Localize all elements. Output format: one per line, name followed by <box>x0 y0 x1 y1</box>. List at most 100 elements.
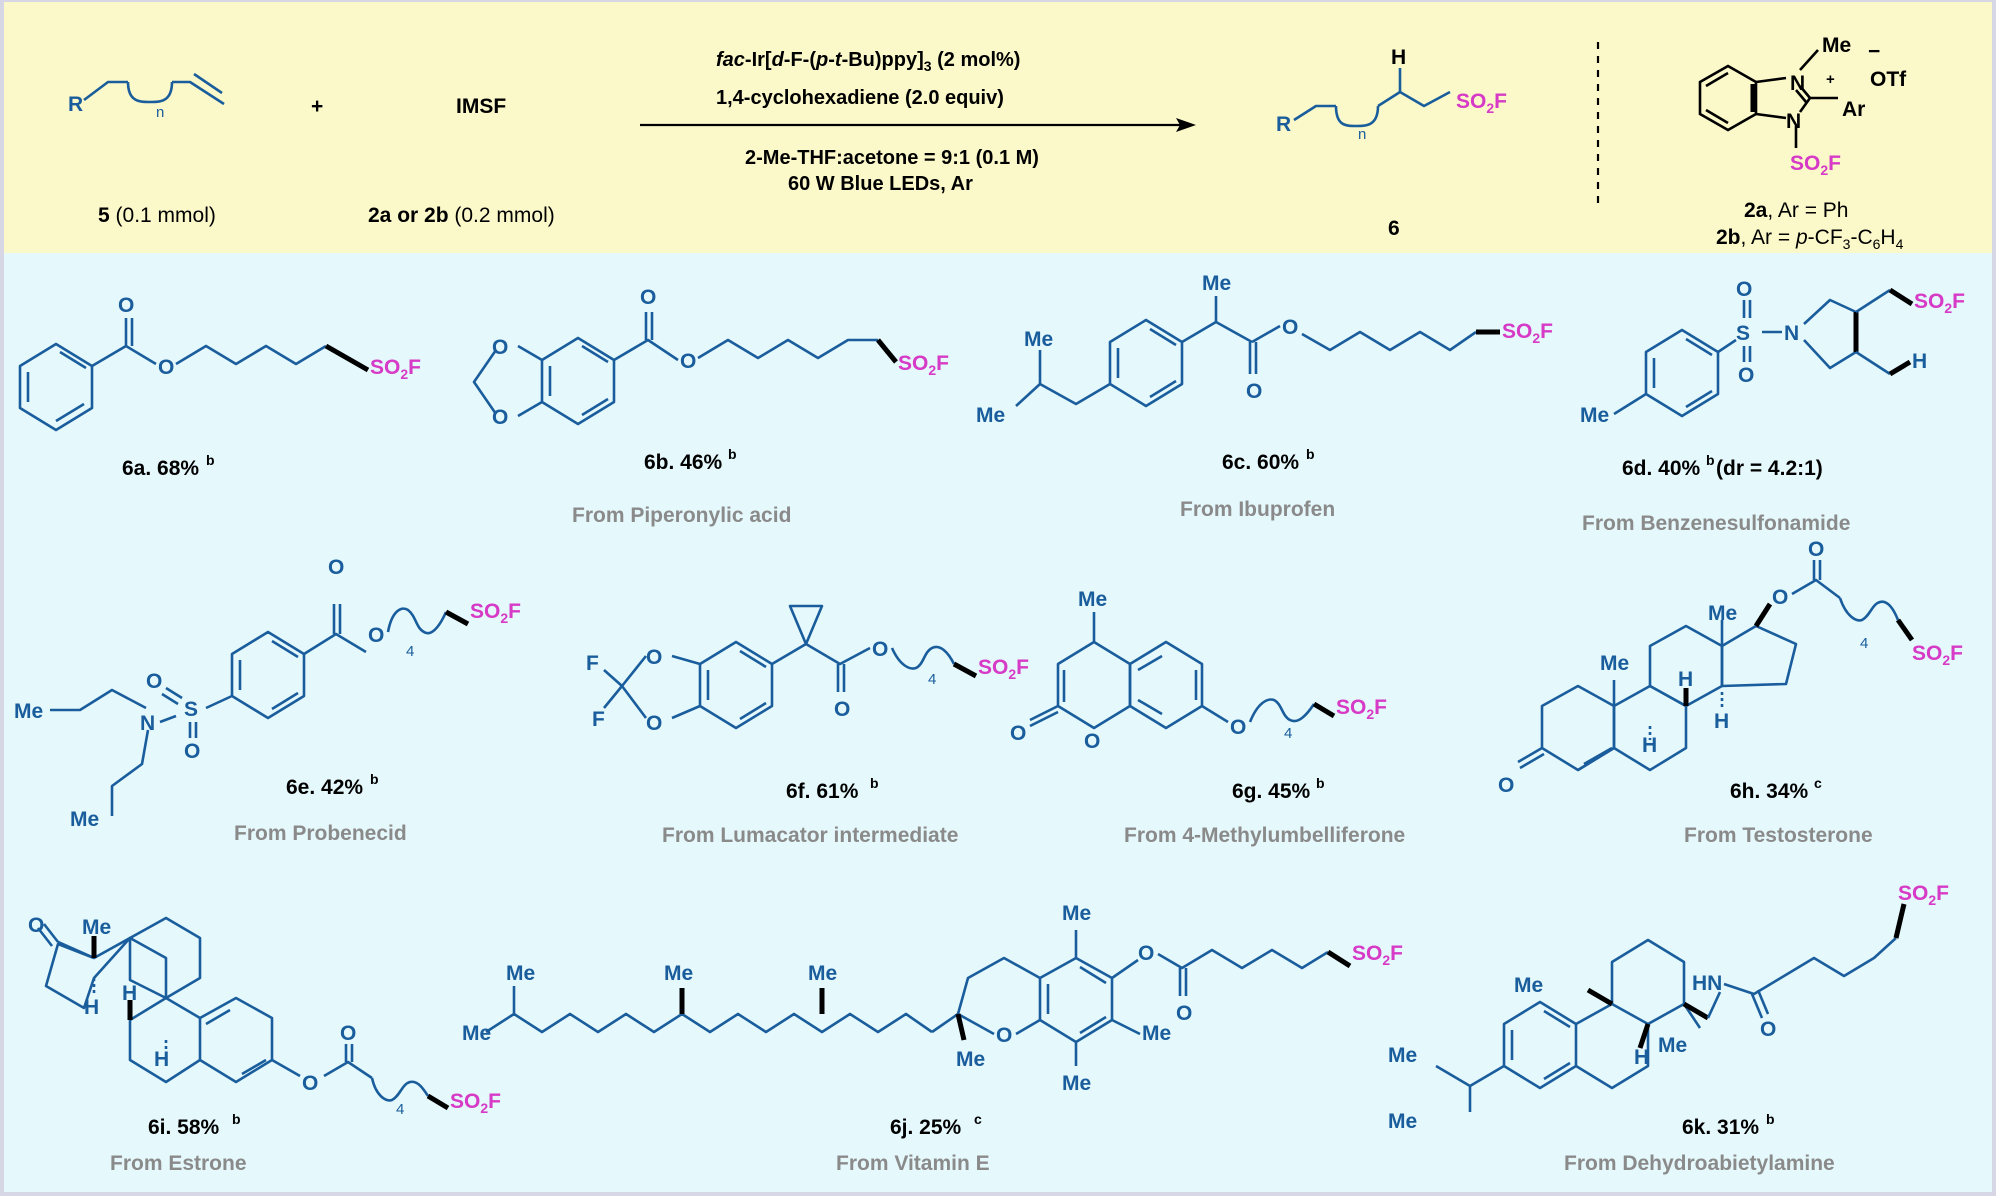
svg-text:O: O <box>872 638 888 661</box>
svg-text:O: O <box>1282 316 1298 339</box>
svg-text:Me: Me <box>1708 602 1737 625</box>
svg-text:F: F <box>592 708 605 731</box>
svg-text:O: O <box>996 1024 1012 1047</box>
svg-text:O: O <box>1138 942 1154 965</box>
svg-text:Me: Me <box>1062 1072 1091 1095</box>
svg-text:H: H <box>1642 734 1657 757</box>
svg-text:Me: Me <box>1062 902 1091 925</box>
svg-text:N: N <box>1790 72 1805 95</box>
svg-text:Me: Me <box>1822 34 1851 57</box>
compound-6b: O O O O SO2F 6b. 46%b From Piperonylic a… <box>472 286 949 527</box>
reagent-amount: 2a or 2b (0.2 mmol) <box>368 204 555 227</box>
header-panel <box>4 2 1992 253</box>
svg-text:O: O <box>646 646 662 669</box>
svg-text:O: O <box>146 670 162 693</box>
svg-text:From 4-Methylumbelliferone: From 4-Methylumbelliferone <box>1124 824 1405 847</box>
svg-text:O: O <box>1230 716 1246 739</box>
compound-6k: Me Me Me H Me HN O SO2F 6k. 31%b From De… <box>1388 882 1949 1175</box>
svg-text:From Estrone: From Estrone <box>110 1152 247 1175</box>
svg-text:S: S <box>184 698 198 721</box>
svg-text:6e. 42%: 6e. 42% <box>286 776 363 799</box>
svg-text:Me: Me <box>1514 974 1543 997</box>
svg-text:From Vitamin E: From Vitamin E <box>836 1152 990 1175</box>
compound-6a: O O SO2F 6a. 68%b <box>18 294 421 480</box>
svg-text:SO2F: SO2F <box>1336 696 1387 722</box>
svg-text:O: O <box>368 624 384 647</box>
svg-text:b: b <box>1766 1111 1775 1127</box>
svg-text:Me: Me <box>1202 272 1231 295</box>
svg-text:n: n <box>1358 126 1366 143</box>
svg-text:From Piperonylic acid: From Piperonylic acid <box>572 504 791 527</box>
svg-text:H: H <box>122 982 137 1005</box>
svg-text:O: O <box>1772 586 1788 609</box>
svg-text:From Ibuprofen: From Ibuprofen <box>1180 498 1335 521</box>
svg-text:N: N <box>1786 110 1801 133</box>
svg-text:SO2F: SO2F <box>1790 152 1841 178</box>
scope-panel <box>4 253 1992 1192</box>
svg-text:6j. 25%: 6j. 25% <box>890 1116 962 1139</box>
svg-text:Me: Me <box>1388 1044 1417 1067</box>
svg-text:O: O <box>492 336 508 359</box>
svg-text:O: O <box>640 286 656 309</box>
svg-text:O: O <box>1808 538 1824 561</box>
svg-text:SO2F: SO2F <box>1914 290 1965 316</box>
svg-text:b: b <box>370 771 379 787</box>
compound-6i: O Me H H H O O 4 SO2F 6i. 58%b From Estr… <box>28 914 501 1175</box>
svg-text:4: 4 <box>1860 635 1868 652</box>
imsf-structure: N + Me − OTf Ar N SO2F 2a, Ar = Ph 2b, A… <box>1698 34 1907 252</box>
svg-text:Me: Me <box>664 962 693 985</box>
svg-text:From Lumacator intermediate: From Lumacator intermediate <box>662 824 958 847</box>
svg-text:O: O <box>28 914 44 937</box>
compound-6c: Me Me Me O O SO2F 6c. 60%b From Ibuprofe… <box>976 272 1553 521</box>
svg-text:Me: Me <box>506 962 535 985</box>
svg-text:Me: Me <box>1024 328 1053 351</box>
svg-text:Me: Me <box>1580 404 1609 427</box>
svg-text:R: R <box>1276 113 1291 136</box>
svg-text:6f. 61%: 6f. 61% <box>786 780 859 803</box>
svg-text:6k. 31%: 6k. 31% <box>1682 1116 1759 1139</box>
product-6: R H n SO2F 6 <box>1276 46 1507 240</box>
svg-text:6c. 60%: 6c. 60% <box>1222 451 1299 474</box>
substrate-5: R n 5 (0.1 mmol) <box>68 72 225 227</box>
svg-text:H: H <box>1391 46 1406 69</box>
svg-text:(dr = 4.2:1): (dr = 4.2:1) <box>1716 457 1823 480</box>
svg-text:SO2F: SO2F <box>1898 882 1949 908</box>
compound-6g: Me O O O 4 . SO2F 6g. 45%b From 4-Methyl… <box>1010 588 1405 847</box>
svg-text:4: 4 <box>928 671 936 688</box>
plus-sign: + <box>311 95 323 118</box>
svg-text:Me: Me <box>82 916 111 939</box>
svg-text:b: b <box>870 775 879 791</box>
condition-light: 60 W Blue LEDs, Ar <box>788 173 973 195</box>
svg-text:O: O <box>158 356 174 379</box>
svg-text:Me: Me <box>956 1048 985 1071</box>
svg-text:SO2F: SO2F <box>898 352 949 378</box>
svg-text:O: O <box>680 350 696 373</box>
svg-text:b: b <box>1316 775 1325 791</box>
svg-text:4: 4 <box>406 643 414 660</box>
svg-text:H: H <box>1634 1046 1649 1069</box>
svg-text:O: O <box>492 406 508 429</box>
svg-text:SO2F: SO2F <box>978 656 1029 682</box>
svg-text:SO2F: SO2F <box>1456 90 1507 116</box>
compound-6d: Me S O O N SO2F H 6d. 40%b (dr = 4.2:1) … <box>1580 278 1965 535</box>
svg-text:From Testosterone: From Testosterone <box>1684 824 1873 847</box>
svg-text:b: b <box>232 1111 241 1127</box>
svg-text:Me: Me <box>70 808 99 831</box>
svg-text:b: b <box>728 446 737 462</box>
svg-text:From Dehydroabietylamine: From Dehydroabietylamine <box>1564 1152 1835 1175</box>
compound-6j: Me Me Me Me O Me Me Me Me O O SO2F 6j. 2… <box>462 902 1403 1175</box>
svg-text:O: O <box>1498 774 1514 797</box>
reagent-imsf: IMSF <box>456 95 506 118</box>
svg-text:Me: Me <box>14 700 43 723</box>
svg-text:O: O <box>1084 730 1100 753</box>
svg-text:Me: Me <box>1078 588 1107 611</box>
svg-text:6d. 40%: 6d. 40% <box>1622 457 1701 480</box>
svg-text:O: O <box>184 740 200 763</box>
svg-text:c: c <box>974 1111 982 1127</box>
svg-text:−: − <box>1868 40 1880 63</box>
svg-text:Me: Me <box>1658 1034 1687 1057</box>
svg-text:6i. 58%: 6i. 58% <box>148 1116 220 1139</box>
condition-solvent: 2-Me-THF:acetone = 9:1 (0.1 M) <box>745 147 1039 169</box>
svg-text:b: b <box>1706 452 1715 468</box>
